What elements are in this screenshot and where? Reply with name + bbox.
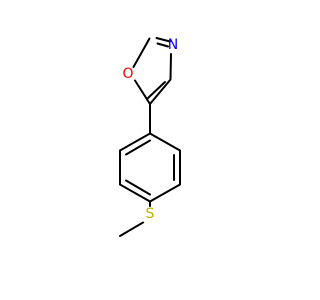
bond-o1-c2 [132,37,151,68]
molecule-drawing: N O S [119,37,181,237]
bond-ph6-ph1-inner [125,139,151,156]
bond-ph1-ph2 [149,132,181,152]
bond-c4-c5 [149,78,172,105]
bond-s-methyl [119,221,144,237]
bond-ph4-ph5-inner [125,179,151,196]
bond-c2-n3 [155,37,171,43]
bond-c4-c5-inner [147,81,166,99]
nitrogen-label: N [168,37,178,53]
oxygen-label: O [122,66,133,82]
structure-canvas: N O S [119,37,181,237]
bond-c5-o1 [134,79,151,105]
bond-ph3-ph4 [149,183,181,203]
bond-c2-n3-inner [156,42,169,48]
bond-n3-c4 [169,53,172,81]
bond-ph4-ph5 [119,183,151,203]
sulfur-label: S [146,206,155,222]
bond-ph6-ph1 [119,132,151,152]
